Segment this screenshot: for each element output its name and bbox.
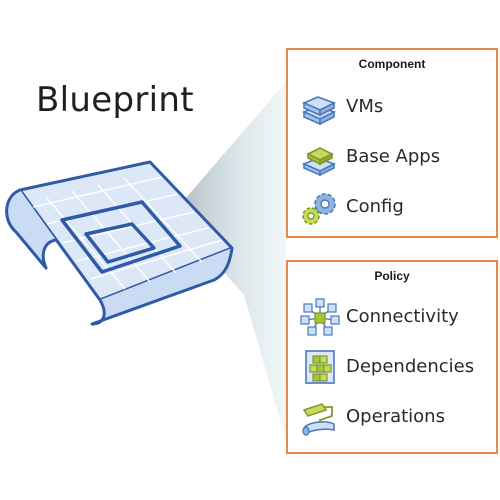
- item-label: Dependencies: [346, 356, 475, 377]
- dependency-blocks-icon: [305, 350, 335, 384]
- list-item-dependencies: Dependencies: [298, 348, 494, 388]
- list-item-vms: VMs: [298, 88, 494, 128]
- item-label: Connectivity: [346, 306, 459, 327]
- blueprint-sheet-icon: [5, 160, 234, 326]
- item-label: Operations: [346, 406, 445, 427]
- vm-stack-icon: [301, 96, 336, 126]
- policy-panel: Policy Connectivity: [286, 260, 498, 454]
- panel-heading: Component: [358, 57, 426, 71]
- list-item-base-apps: Base Apps: [298, 138, 494, 178]
- list-item-operations: Operations: [298, 398, 494, 438]
- panel-heading: Policy: [374, 269, 410, 283]
- page-title: Blueprint: [36, 80, 194, 120]
- app-layers-icon: [301, 147, 336, 177]
- item-label: VMs: [346, 96, 384, 117]
- paint-roller-icon: [302, 403, 335, 436]
- list-item-connectivity: Connectivity: [298, 298, 494, 338]
- item-label: Config: [346, 196, 404, 217]
- network-cubes-icon: [300, 298, 340, 336]
- component-panel: Component VMs: [286, 48, 498, 238]
- list-item-config: Config: [298, 188, 494, 228]
- item-label: Base Apps: [346, 146, 441, 167]
- gears-icon: [302, 193, 336, 225]
